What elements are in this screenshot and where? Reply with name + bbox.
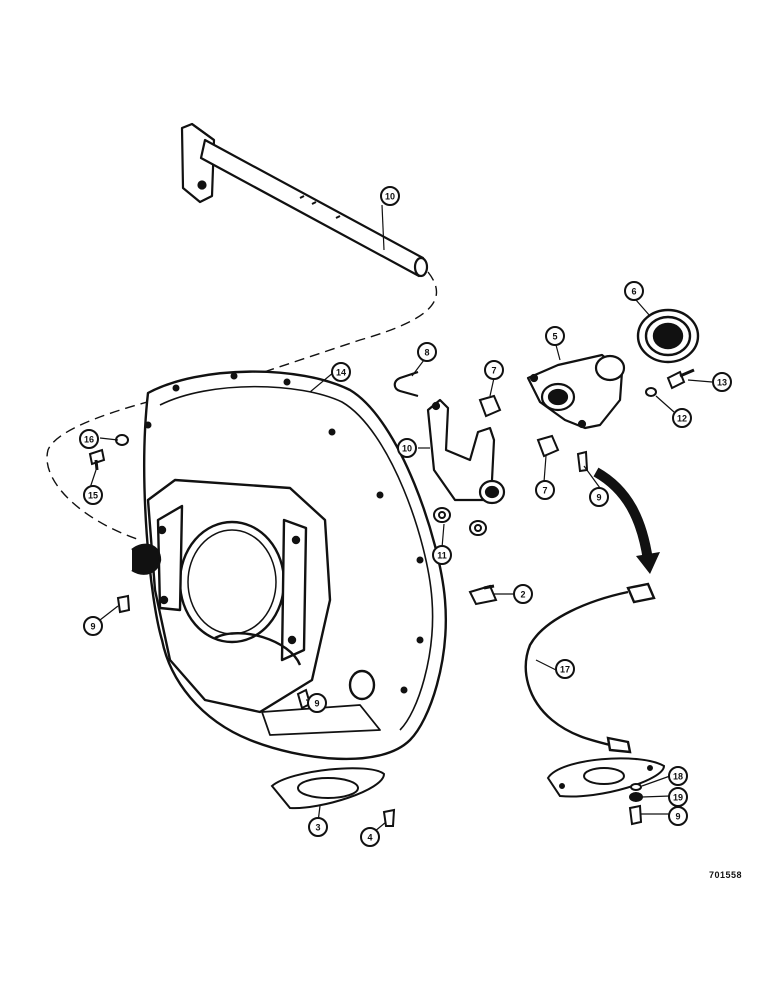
svg-text:6: 6	[631, 287, 636, 297]
svg-text:7: 7	[542, 486, 547, 496]
callout-9-housing: 9	[307, 693, 327, 713]
callout-6: 6	[624, 281, 644, 301]
arrow-head	[636, 552, 660, 574]
svg-text:13: 13	[717, 378, 727, 388]
callout-9-right: 9	[668, 806, 688, 826]
gasket-left	[270, 767, 386, 810]
callout-7-lower: 7	[535, 480, 555, 500]
small-parts-right	[628, 783, 643, 826]
callout-3: 3	[308, 817, 328, 837]
svg-text:8: 8	[424, 348, 429, 358]
callout-18: 18	[668, 766, 688, 786]
svg-text:10: 10	[385, 192, 395, 202]
svg-text:9: 9	[596, 493, 601, 503]
direction-arrow	[593, 467, 653, 561]
bolt-2	[468, 584, 498, 606]
figure-id: 701558	[708, 870, 742, 880]
svg-text:19: 19	[673, 793, 683, 803]
washers	[433, 507, 487, 536]
callout-9-carrier: 9	[589, 487, 609, 507]
flywheel-housing	[131, 370, 447, 761]
callout-2: 2	[513, 584, 533, 604]
bolt-and-washer	[645, 368, 695, 397]
svg-text:5: 5	[552, 332, 557, 342]
svg-text:9: 9	[90, 622, 95, 632]
svg-text:2: 2	[520, 590, 525, 600]
callout-8: 8	[417, 342, 437, 362]
assembly-line-shaft	[46, 271, 438, 541]
svg-text:7: 7	[491, 366, 496, 376]
svg-text:18: 18	[673, 772, 683, 782]
svg-text:9: 9	[675, 812, 680, 822]
fitting-left	[116, 594, 131, 614]
callout-10-yoke: 10	[397, 438, 417, 458]
callout-5: 5	[545, 326, 565, 346]
seal	[636, 308, 700, 364]
callout-13: 13	[712, 372, 732, 392]
callout-10-shaft: 10	[380, 186, 400, 206]
callout-9-left: 9	[83, 616, 103, 636]
callout-19: 19	[668, 787, 688, 807]
bearing-carrier	[526, 353, 626, 430]
release-yoke	[426, 398, 506, 505]
pads	[478, 394, 560, 458]
retaining-clip	[393, 370, 419, 398]
svg-text:10: 10	[402, 444, 412, 454]
callout-7-top: 7	[484, 360, 504, 380]
svg-text:4: 4	[367, 833, 372, 843]
callout-17: 17	[555, 659, 575, 679]
svg-text:3: 3	[315, 823, 320, 833]
svg-text:17: 17	[560, 665, 570, 675]
callout-11: 11	[432, 545, 452, 565]
gasket-right	[546, 757, 666, 798]
callout-12: 12	[672, 408, 692, 428]
svg-text:15: 15	[88, 491, 98, 501]
lube-hose	[524, 582, 656, 754]
callout-4: 4	[360, 827, 380, 847]
clutch-release-shaft	[180, 122, 429, 278]
callout-16: 16	[79, 429, 99, 449]
svg-text:11: 11	[437, 551, 447, 561]
svg-text:14: 14	[336, 368, 346, 378]
bolt-15-washer-16	[88, 434, 129, 471]
callout-14: 14	[331, 362, 351, 382]
svg-text:12: 12	[677, 414, 687, 424]
callout-15: 15	[83, 485, 103, 505]
screw	[382, 808, 396, 827]
svg-text:9: 9	[314, 699, 319, 709]
svg-text:16: 16	[84, 435, 94, 445]
